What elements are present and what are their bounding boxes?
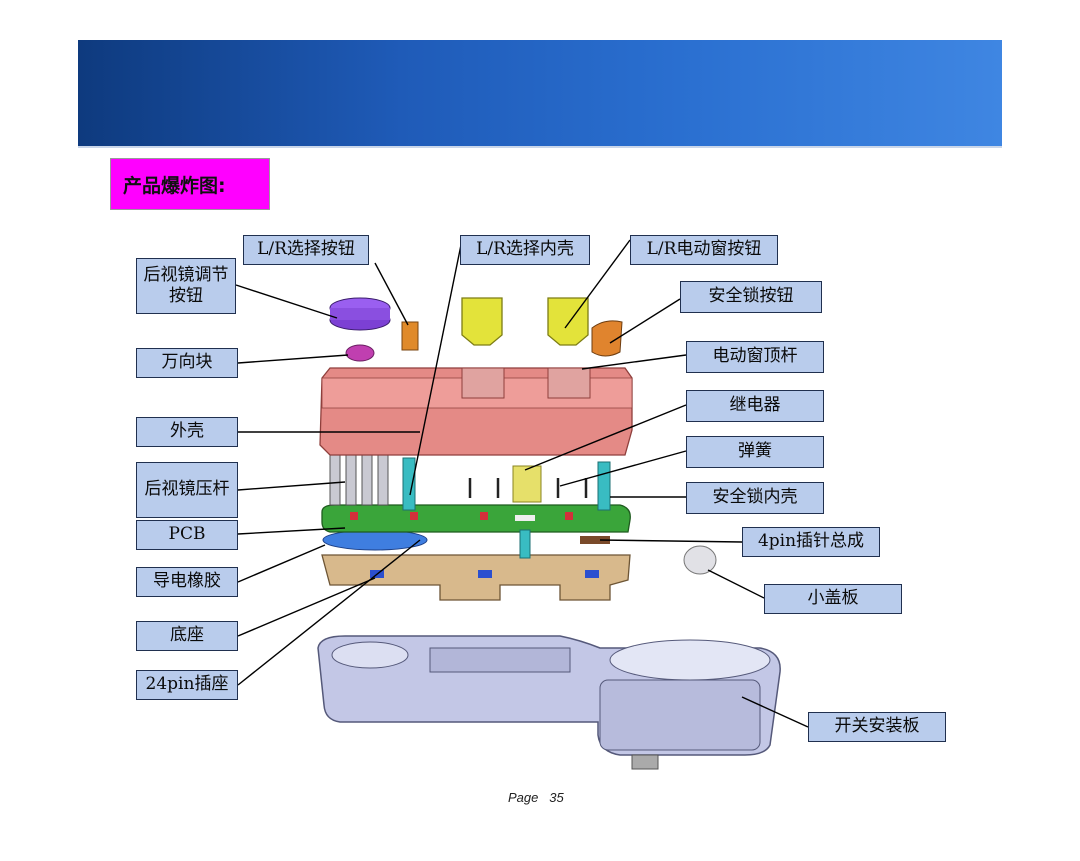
- label-window-push-rod: 电动窗顶杆: [686, 341, 824, 373]
- label-relay: 继电器: [686, 390, 824, 422]
- label-pcb: PCB: [136, 520, 238, 550]
- lr-button-part: [401, 321, 419, 351]
- safety-lock-button-part: [591, 320, 623, 357]
- mirror-knob-part: [329, 297, 391, 331]
- outer-shell-part: [319, 367, 633, 456]
- label-lr-button: L/R选择按钮: [243, 235, 369, 265]
- relay-part: [512, 465, 542, 503]
- label-pin4-assembly: 4pin插针总成: [742, 527, 880, 557]
- page-word: Page: [508, 790, 539, 805]
- base-part: [321, 554, 631, 601]
- label-mirror-adjust-button: 后视镜调节按钮: [136, 258, 236, 314]
- leader-lines: [235, 239, 809, 728]
- pcb-part: [321, 504, 631, 533]
- switch-panel-part: [317, 635, 781, 770]
- universal-block-part: [345, 344, 375, 362]
- inner-shell-rods-part: [402, 457, 611, 559]
- label-universal-block: 万向块: [136, 348, 238, 378]
- page-title: 产品爆炸图:: [110, 158, 270, 210]
- label-conductive-rubber: 导电橡胶: [136, 567, 238, 597]
- label-spring: 弹簧: [686, 436, 824, 468]
- label-lr-window-button: L/R电动窗按钮: [630, 235, 778, 265]
- small-cover-part: [683, 545, 717, 575]
- label-safety-lock-inner-shell: 安全锁内壳: [686, 482, 824, 514]
- label-small-cover: 小盖板: [764, 584, 902, 614]
- page-number: 35: [549, 790, 564, 805]
- label-lr-inner-shell: L/R选择内壳: [460, 235, 590, 265]
- springs-part: [468, 478, 588, 498]
- label-outer-shell: 外壳: [136, 417, 238, 447]
- label-mirror-press-rod: 后视镜压杆: [136, 462, 238, 518]
- pin4-assembly-part: [580, 536, 610, 544]
- page-footer: Page 35: [508, 790, 564, 805]
- header-banner: [78, 40, 1002, 146]
- label-safety-lock-button: 安全锁按钮: [680, 281, 822, 313]
- label-base: 底座: [136, 621, 238, 651]
- label-switch-panel: 开关安装板: [808, 712, 946, 742]
- label-pin24-socket: 24pin插座: [136, 670, 238, 700]
- press-rods-part: [329, 454, 389, 506]
